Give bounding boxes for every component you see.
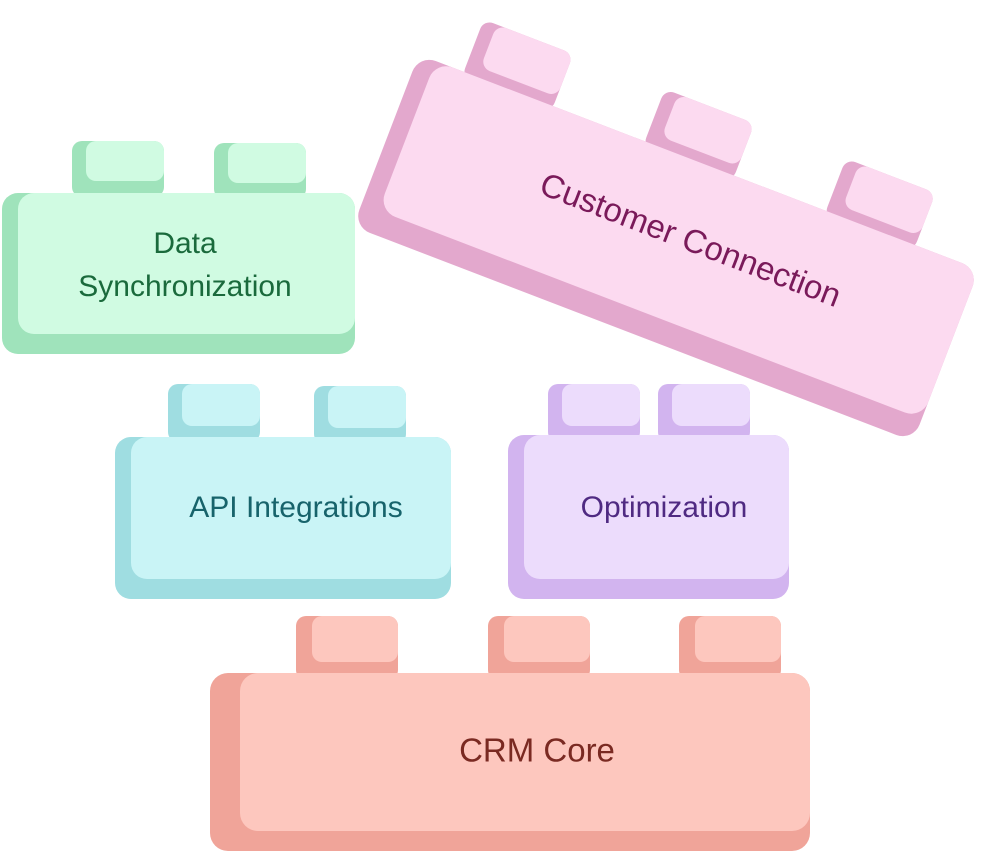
- brick-optimization: Optimization: [508, 384, 789, 599]
- brick-face: [18, 193, 355, 334]
- brick-face: [131, 437, 451, 579]
- brick-face: [524, 435, 789, 579]
- brick-stud: [72, 141, 164, 197]
- brick-face: [240, 673, 810, 831]
- brick-stud: [314, 386, 406, 444]
- brick-label-line: Data: [153, 227, 217, 260]
- brick-stud: [679, 616, 781, 680]
- brick-stud: [548, 384, 640, 442]
- brick-label-line: Synchronization: [78, 270, 291, 303]
- brick-stud: [214, 143, 306, 199]
- brick-face: [383, 66, 974, 414]
- brick-label-line: API Integrations: [189, 491, 402, 524]
- brick-label-line: CRM Core: [459, 732, 615, 769]
- brick-data-synchronization: Data Synchronization: [2, 141, 355, 354]
- brick-api-integrations: API Integrations: [115, 384, 451, 599]
- brick-crm-core: CRM Core: [210, 616, 810, 851]
- brick-stud: [168, 384, 260, 442]
- brick-customer-connection: Customer Connection: [358, 22, 974, 437]
- brick-label-line: Optimization: [581, 491, 748, 524]
- brick-stud: [296, 616, 398, 680]
- brick-stud: [488, 616, 590, 680]
- brick-stud: [658, 384, 750, 442]
